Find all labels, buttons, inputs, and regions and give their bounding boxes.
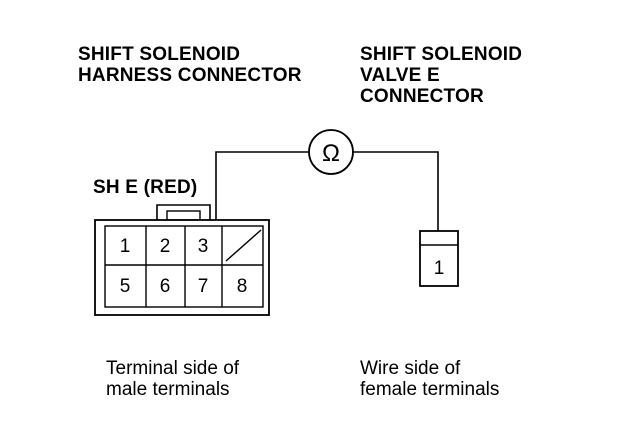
harness-connector-label: SH E (RED) — [93, 177, 198, 198]
valve-connector: 1 — [419, 230, 459, 287]
harness-connector-heading-line1: SHIFT SOLENOID — [78, 44, 241, 65]
harness-connector-caption-line1: Terminal side of — [106, 358, 240, 379]
ohmmeter-icon: Ω — [308, 129, 354, 175]
harness-pin-3: 3 — [198, 236, 209, 257]
connector-lock-notch — [166, 210, 201, 221]
valve-connector-body — [419, 230, 459, 287]
harness-connector-caption-line2: male terminals — [106, 379, 230, 400]
valve-connector-caption-line1: Wire side of — [360, 358, 461, 379]
harness-pin-2: 2 — [160, 236, 171, 257]
connector-body-outer — [94, 219, 270, 316]
harness-pin-1: 1 — [120, 236, 131, 257]
harness-pin-5: 5 — [120, 276, 131, 297]
harness-connector: 1 2 3 5 6 7 8 — [94, 204, 270, 316]
unused-cavity-mark — [225, 229, 262, 262]
valve-connector-caption: Wire side of female terminals — [360, 358, 499, 400]
wire-right — [353, 151, 439, 231]
harness-pin-7: 7 — [198, 276, 209, 297]
valve-pin-1: 1 — [434, 258, 445, 279]
wire-left — [215, 151, 309, 220]
valve-connector-heading-line1: SHIFT SOLENOID — [360, 44, 523, 65]
connector-lock-tab — [156, 204, 211, 220]
valve-connector-caption-line2: female terminals — [360, 379, 500, 400]
valve-connector-heading: SHIFT SOLENOID VALVE E CONNECTOR — [360, 44, 522, 107]
harness-pin-6: 6 — [160, 276, 171, 297]
harness-connector-heading: SHIFT SOLENOID HARNESS CONNECTOR — [78, 44, 302, 86]
valve-connector-heading-line3: CONNECTOR — [360, 86, 484, 107]
harness-connector-heading-line2: HARNESS CONNECTOR — [78, 65, 302, 86]
harness-connector-caption: Terminal side of male terminals — [106, 358, 239, 400]
ohm-symbol: Ω — [322, 140, 340, 167]
connector-body-inner — [104, 225, 264, 308]
valve-connector-heading-line2: VALVE E — [360, 65, 440, 86]
harness-pin-8: 8 — [237, 276, 248, 297]
